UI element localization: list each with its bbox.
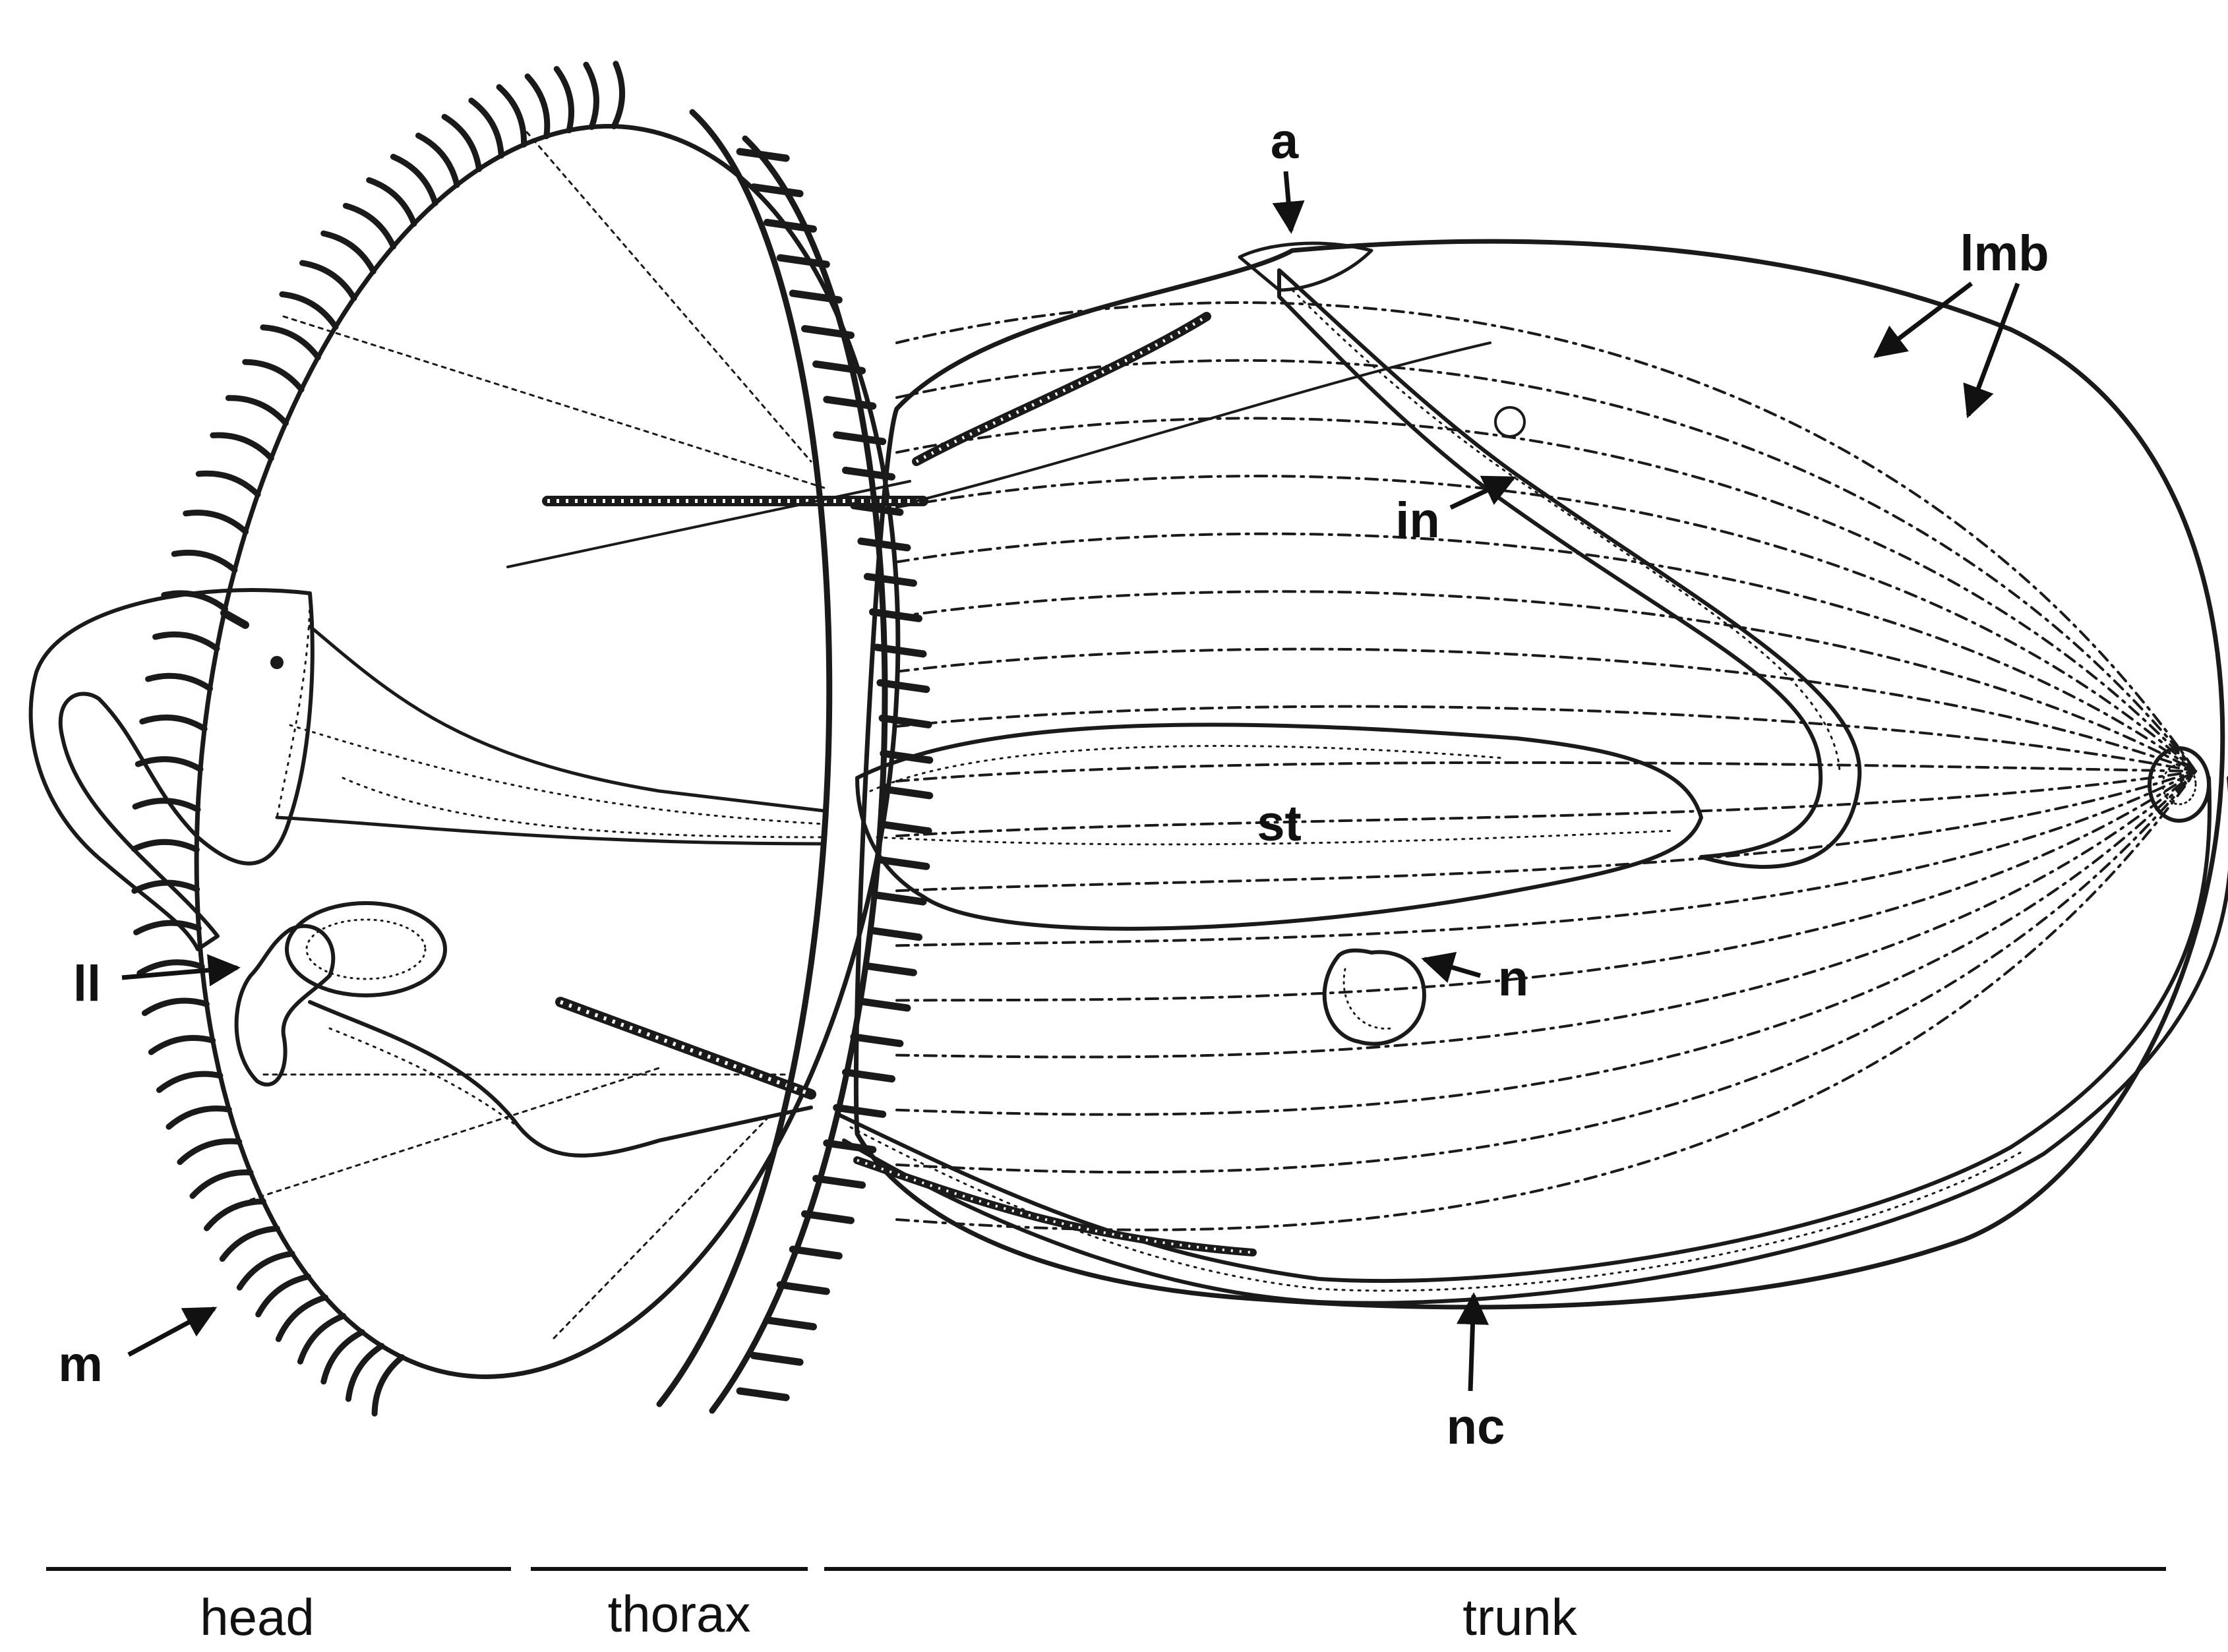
- head-central-canal: [277, 626, 824, 844]
- ll-structure: [237, 903, 811, 1156]
- intestine: [917, 243, 1859, 867]
- label-st: st: [1257, 796, 1302, 852]
- region-thorax: thorax: [608, 1585, 751, 1643]
- label-in: in: [1395, 492, 1440, 548]
- label-n: n: [1498, 951, 1528, 1007]
- region-trunk: trunk: [1462, 1588, 1577, 1646]
- label-ll: ll: [73, 956, 101, 1012]
- lateral-lobe: [31, 590, 313, 949]
- label-m: m: [58, 1336, 103, 1392]
- thorax-ring: [659, 112, 930, 1411]
- label-arrows: [122, 171, 2018, 1391]
- label-a: a: [1271, 113, 1299, 169]
- region-head: head: [200, 1588, 315, 1646]
- trunk-body: [856, 241, 2222, 1307]
- label-nc: nc: [1447, 1399, 1505, 1455]
- nerve-cord: [837, 748, 2228, 1303]
- label-lmb: lmb: [1960, 225, 2049, 281]
- nucleus: [1325, 951, 1424, 1044]
